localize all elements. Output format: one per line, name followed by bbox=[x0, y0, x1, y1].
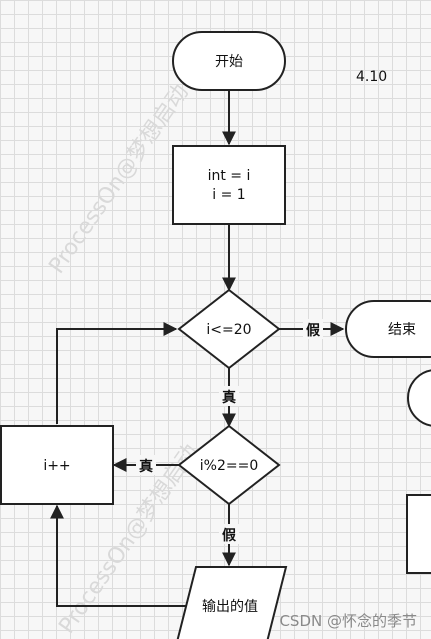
mod-condition-node[interactable]: i%2==0 bbox=[177, 424, 281, 506]
version-label: 4.10 bbox=[356, 69, 387, 85]
svg-text:假: 假 bbox=[306, 322, 321, 339]
edge-increment-to-loop-cond bbox=[56, 322, 178, 424]
svg-text:真: 真 bbox=[139, 458, 153, 475]
start-node-label: 开始 bbox=[215, 54, 243, 70]
end-node-label: 结束 bbox=[388, 322, 416, 338]
edge-label-loop-false: 假 bbox=[303, 319, 323, 339]
loop-condition-node[interactable]: i<=20 bbox=[177, 288, 281, 370]
svg-text:真: 真 bbox=[222, 389, 236, 406]
end-node[interactable]: 结束 bbox=[345, 300, 431, 358]
partial-terminator-node[interactable] bbox=[407, 369, 431, 427]
output-node[interactable]: 输出的值 bbox=[176, 566, 288, 639]
partial-process-node[interactable] bbox=[406, 494, 431, 574]
init-node-line1: int = i bbox=[208, 168, 251, 184]
increment-node-label: i++ bbox=[43, 458, 70, 474]
init-node-line2: i = 1 bbox=[212, 187, 245, 203]
output-node-label: 输出的值 bbox=[202, 599, 258, 615]
edge-label-mod-false: 假 bbox=[219, 524, 239, 544]
svg-text:ProcessOn@梦想启动: ProcessOn@梦想启动 bbox=[44, 80, 193, 278]
footer-attribution: CSDN @怀念的季节 bbox=[279, 612, 417, 630]
init-node[interactable]: int = i i = 1 bbox=[172, 145, 286, 225]
increment-node[interactable]: i++ bbox=[0, 425, 114, 505]
mod-condition-label: i%2==0 bbox=[200, 458, 258, 474]
start-node[interactable]: 开始 bbox=[172, 31, 286, 91]
edge-output-to-increment bbox=[50, 504, 201, 607]
edge-label-loop-true: 真 bbox=[219, 386, 239, 406]
svg-text:假: 假 bbox=[222, 527, 237, 544]
edge-label-mod-true: 真 bbox=[136, 455, 156, 475]
loop-condition-label: i<=20 bbox=[206, 322, 251, 338]
watermark: ProcessOn@梦想启动 bbox=[44, 80, 193, 278]
